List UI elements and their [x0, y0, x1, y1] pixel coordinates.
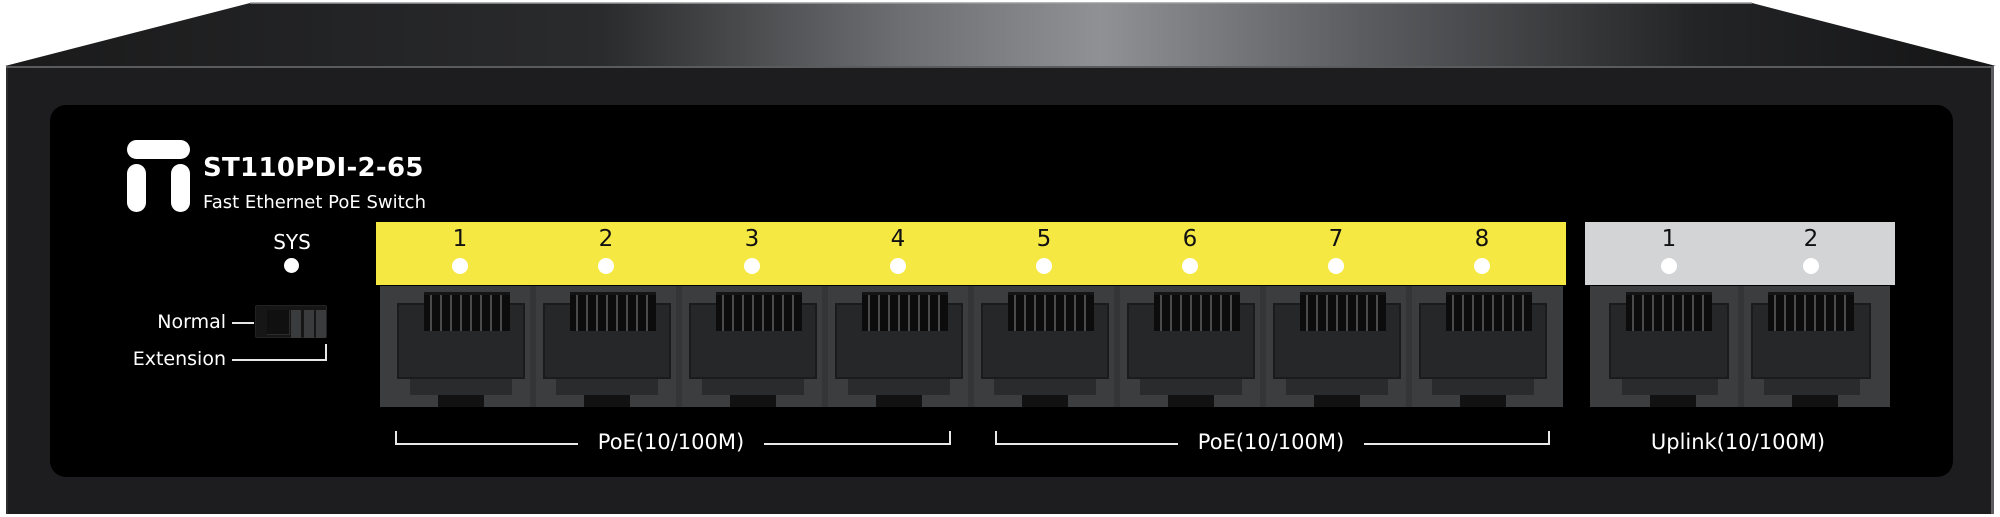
- poe-port-1-rj45-jack[interactable]: [384, 286, 530, 407]
- poe-group-1-bracket-right: [949, 431, 951, 444]
- uplink-port-2-led-icon: [1803, 258, 1819, 274]
- chassis-top-lid: [5, 2, 1996, 66]
- poe-port-2-rj45-jack[interactable]: [530, 286, 676, 407]
- sys-led-icon: [284, 258, 299, 273]
- poe-port-1-number: 1: [452, 226, 468, 252]
- device-description: Fast Ethernet PoE Switch: [203, 192, 426, 213]
- poe-port-3-number: 3: [744, 226, 760, 252]
- uplink-port-2-rj45-jack[interactable]: [1738, 286, 1880, 407]
- poe-port-4-rj45-jack[interactable]: [822, 286, 968, 407]
- poe-port-8-number: 8: [1474, 226, 1490, 252]
- poe-port-1-led-icon: [452, 258, 468, 274]
- poe-group-2-bracket-left: [995, 431, 997, 444]
- poe-port-7-rj45-jack[interactable]: [1260, 286, 1406, 407]
- mode-toggle-switch[interactable]: [255, 305, 327, 338]
- poe-port-6-rj45-jack[interactable]: [1114, 286, 1260, 407]
- uplink-port-label-strip: [1585, 222, 1895, 285]
- poe-port-3-rj45-jack[interactable]: [676, 286, 822, 407]
- model-name: ST110PDI-2-65: [203, 153, 424, 183]
- poe-group-1-label: PoE(10/100M): [578, 430, 764, 454]
- normal-leader-line: [232, 322, 254, 324]
- uplink-group-label: Uplink(10/100M): [1630, 430, 1846, 454]
- extension-leader-line: [232, 359, 327, 361]
- poe-port-8-rj45-jack[interactable]: [1406, 286, 1552, 407]
- poe-port-5-number: 5: [1036, 226, 1052, 252]
- poe-port-4-number: 4: [890, 226, 906, 252]
- extension-leader-tick: [325, 344, 327, 361]
- poe-port-8-led-icon: [1474, 258, 1490, 274]
- poe-port-4-led-icon: [890, 258, 906, 274]
- poe-group-1-bracket-left: [395, 431, 397, 444]
- poe-group-2-bracket-right: [1548, 431, 1550, 444]
- poe-port-3-led-icon: [744, 258, 760, 274]
- uplink-port-1-number: 1: [1661, 226, 1677, 252]
- normal-mode-label: Normal: [157, 311, 226, 333]
- uplink-port-2-number: 2: [1803, 226, 1819, 252]
- uplink-port-1-led-icon: [1661, 258, 1677, 274]
- uplink-port-1-rj45-jack[interactable]: [1596, 286, 1738, 407]
- poe-port-2-led-icon: [598, 258, 614, 274]
- poe-port-7-led-icon: [1328, 258, 1344, 274]
- poe-port-6-led-icon: [1182, 258, 1198, 274]
- switch-groove: [304, 310, 314, 338]
- poe-port-2-number: 2: [598, 226, 614, 252]
- poe-port-5-rj45-jack[interactable]: [968, 286, 1114, 407]
- poe-port-7-number: 7: [1328, 226, 1344, 252]
- sys-label: SYS: [273, 230, 311, 254]
- poe-port-label-strip: [376, 222, 1566, 285]
- extension-mode-label: Extension: [132, 348, 226, 370]
- poe-port-6-number: 6: [1182, 226, 1198, 252]
- poe-group-2-label: PoE(10/100M): [1178, 430, 1364, 454]
- switch-knob: [267, 310, 290, 335]
- switch-groove: [316, 310, 326, 338]
- poe-port-5-led-icon: [1036, 258, 1052, 274]
- switch-groove: [291, 310, 301, 338]
